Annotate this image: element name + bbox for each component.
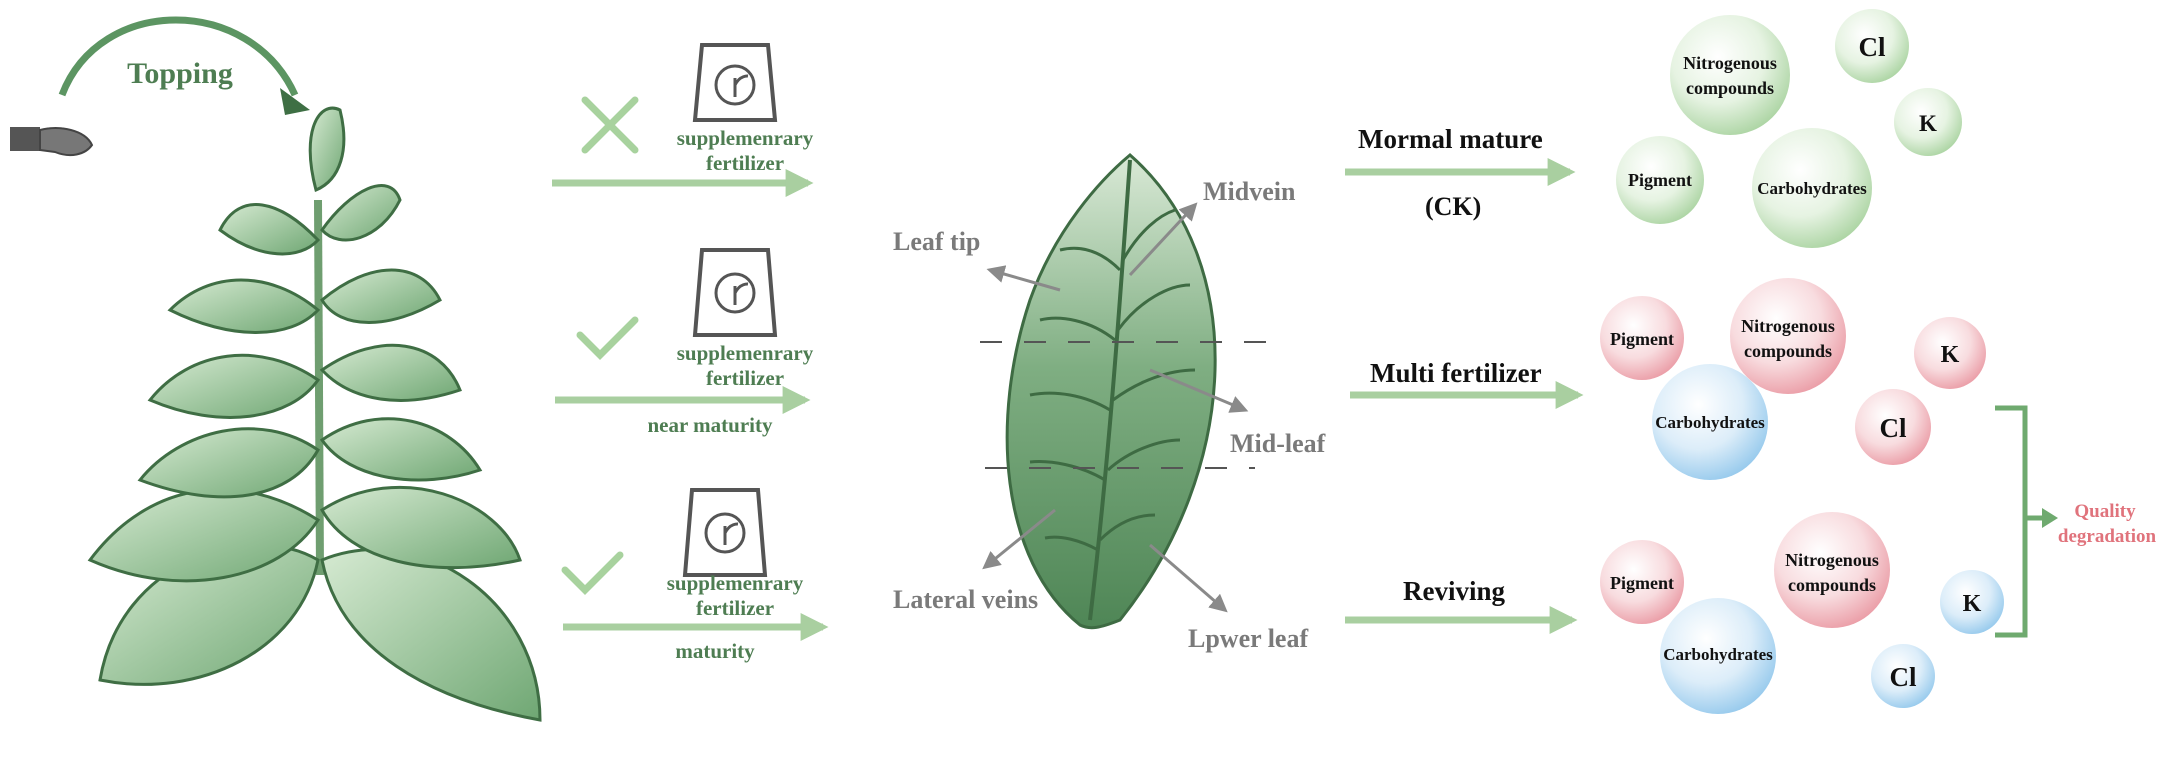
quality-bracket bbox=[1995, 405, 2058, 638]
leaf-tip-pointer bbox=[986, 265, 1061, 292]
lateral-veins-pointer bbox=[982, 508, 1056, 570]
tobacco-plant-illustration bbox=[87, 106, 542, 722]
cl-label: Cl bbox=[1859, 32, 1886, 62]
leaf-illustration bbox=[980, 153, 1270, 630]
treatment-3-line1: supplemenrary bbox=[667, 571, 804, 595]
cl-bubble bbox=[1835, 9, 1909, 83]
nitrogenous-line2: compounds bbox=[1744, 341, 1832, 361]
carbohydrates-bubble bbox=[1660, 598, 1776, 714]
fertilizer-bag-icon bbox=[682, 488, 768, 577]
cl-label: Cl bbox=[1880, 413, 1907, 443]
outcome-normal-sublabel: (CK) bbox=[1425, 192, 1481, 221]
check-icon bbox=[576, 316, 639, 360]
pigment-bubble bbox=[1616, 136, 1704, 224]
mid-leaf-label: Mid-leaf bbox=[1230, 429, 1326, 458]
k-bubble bbox=[1894, 88, 1962, 156]
topping-arrow bbox=[58, 16, 310, 115]
quality-line1: Quality bbox=[2074, 501, 2136, 522]
fertilizer-bag-icon bbox=[692, 43, 778, 122]
nitrogenous-line2: compounds bbox=[1788, 575, 1876, 595]
cl-bubble bbox=[1871, 644, 1935, 708]
fertilizer-bag-icon bbox=[692, 248, 778, 337]
k-label: K bbox=[1919, 111, 1937, 136]
treatment-1-line2: fertilizer bbox=[706, 151, 784, 175]
pigment-label: Pigment bbox=[1628, 170, 1692, 190]
carbohydrates-bubble bbox=[1752, 128, 1872, 248]
nitrogenous-line1: Nitrogenous bbox=[1741, 316, 1835, 336]
midvein-label: Midvein bbox=[1203, 177, 1296, 206]
treatment-2-line1: supplemenrary bbox=[677, 341, 814, 365]
pigment-label: Pigment bbox=[1610, 573, 1674, 593]
quality-line2: degradation bbox=[2058, 526, 2157, 547]
nitrogenous-line1: Nitrogenous bbox=[1785, 550, 1879, 570]
outcome-normal-label: Mormal mature bbox=[1358, 124, 1543, 154]
carbohydrates-bubble bbox=[1652, 364, 1768, 480]
k-label: K bbox=[1963, 591, 1982, 617]
pigment-bubble bbox=[1600, 540, 1684, 624]
carbohydrates-label: Carbohydrates bbox=[1655, 413, 1765, 432]
bubble-group-reviving: Pigment Nitrogenous compounds K Carbohyd… bbox=[1600, 512, 2004, 714]
pigment-bubble bbox=[1600, 296, 1684, 380]
hand-icon bbox=[10, 127, 94, 157]
midvein-pointer bbox=[1128, 202, 1198, 277]
leaf-tip-label: Leaf tip bbox=[893, 227, 980, 256]
lateral-veins-label: Lateral veins bbox=[893, 585, 1038, 614]
bubble-group-normal: Nitrogenous compounds Cl K Pigment Carbo… bbox=[1616, 9, 1962, 248]
nitrogenous-line2: compounds bbox=[1686, 78, 1774, 98]
treatment-1-line1: supplemenrary bbox=[677, 126, 814, 150]
mid-leaf-pointer bbox=[1149, 368, 1249, 413]
outcome-multi-label: Multi fertilizer bbox=[1370, 358, 1542, 388]
nitrogenous-bubble bbox=[1774, 512, 1890, 628]
nitrogenous-bubble bbox=[1730, 278, 1846, 394]
k-bubble bbox=[1914, 317, 1986, 389]
nitrogenous-line1: Nitrogenous bbox=[1683, 53, 1777, 73]
treatment-2-timing: near maturity bbox=[647, 413, 773, 437]
carbohydrates-label: Carbohydrates bbox=[1663, 645, 1773, 664]
cl-bubble bbox=[1855, 389, 1931, 465]
lower-leaf-pointer bbox=[1149, 543, 1228, 613]
k-bubble bbox=[1940, 570, 2004, 634]
outcome-reviving-label: Reviving bbox=[1403, 576, 1506, 606]
treatment-3-line2: fertilizer bbox=[696, 596, 774, 620]
pigment-label: Pigment bbox=[1610, 329, 1674, 349]
cross-icon bbox=[581, 96, 639, 154]
treatment-3-timing: maturity bbox=[675, 639, 755, 663]
treatment-2-line2: fertilizer bbox=[706, 366, 784, 390]
lower-leaf-label: Lpwer leaf bbox=[1188, 624, 1308, 653]
bubble-group-multi: Pigment Nitrogenous compounds K Carbohyd… bbox=[1600, 278, 1986, 480]
topping-label: Topping bbox=[127, 57, 233, 90]
nitrogenous-bubble bbox=[1670, 15, 1790, 135]
cl-label: Cl bbox=[1890, 662, 1917, 692]
carbohydrates-label: Carbohydrates bbox=[1757, 179, 1867, 198]
k-label: K bbox=[1941, 342, 1960, 368]
check-icon bbox=[561, 551, 624, 595]
